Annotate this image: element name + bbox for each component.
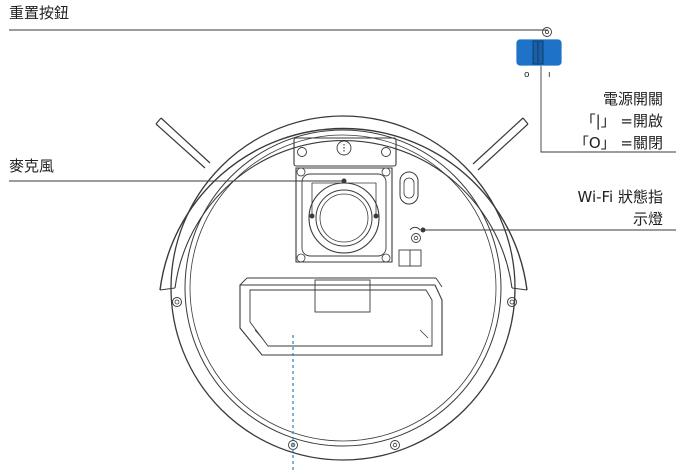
- microphone-module: [295, 167, 393, 263]
- switch-on-mark: ı: [548, 70, 551, 80]
- side-brush-left: [155, 117, 211, 169]
- reset-button-label: 重置按鈕: [9, 4, 70, 22]
- power-switch-title: 電源開關: [602, 90, 663, 108]
- microphone-label: 麥克風: [9, 157, 55, 175]
- power-switch: [516, 39, 562, 66]
- wifi-indicator-label-line2: 示燈: [632, 210, 663, 228]
- bumper: [159, 127, 528, 291]
- reset-button-icon: [542, 27, 552, 37]
- switch-off-mark: o: [524, 70, 530, 80]
- reset-pinhole: [411, 233, 421, 243]
- side-slot: [399, 171, 419, 205]
- robot-body: [170, 115, 516, 461]
- side-brush-right: [472, 117, 529, 171]
- bottom-screw-right: [390, 440, 400, 450]
- dust-bin: [239, 277, 443, 356]
- power-on-label: 「|」 =開啟: [580, 112, 663, 130]
- top-plate: [293, 137, 397, 167]
- power-leader-line: [540, 66, 676, 153]
- wifi-indicator-label-line1: Wi-Fi 狀態指: [577, 188, 663, 206]
- power-off-label: 「O」 =關閉: [573, 134, 663, 152]
- left-wheel-screw: [172, 297, 182, 307]
- right-wheel-screw: [507, 297, 517, 307]
